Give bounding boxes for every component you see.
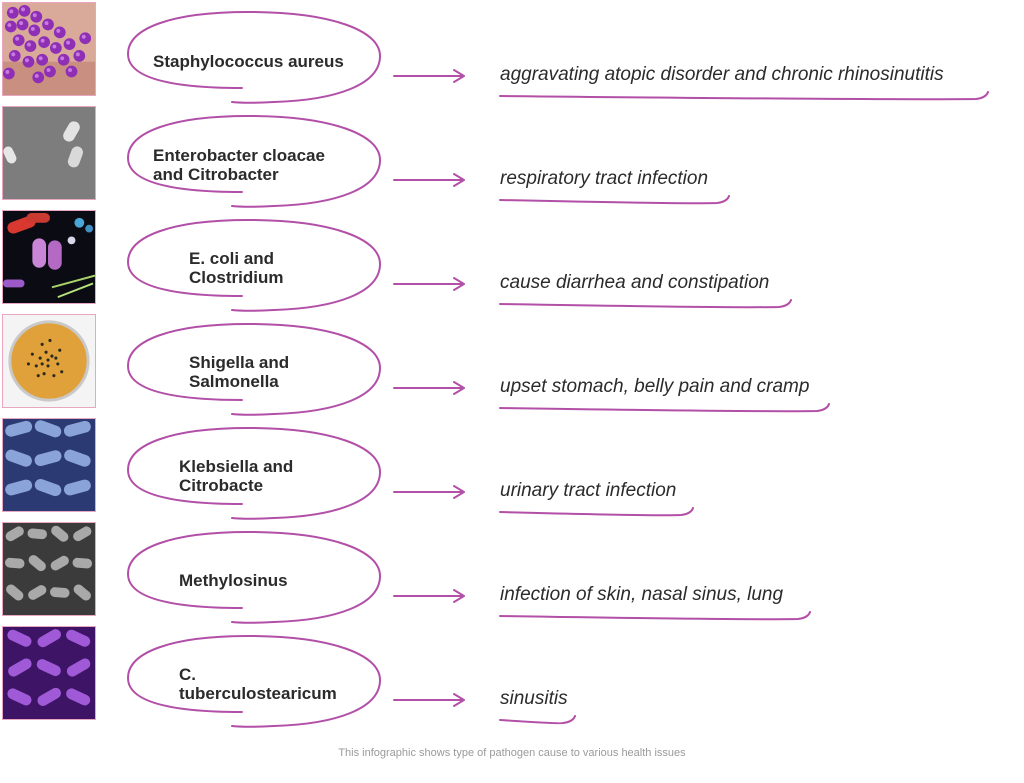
- arrow-icon: [393, 589, 465, 603]
- hand-drawn-loop: [126, 218, 382, 312]
- health-effect: infection of skin, nasal sinus, lung: [500, 584, 784, 605]
- hand-drawn-loop: [126, 426, 382, 520]
- hand-drawn-underline: [499, 507, 694, 517]
- pathogen-thumbnail: [2, 210, 96, 304]
- health-effect: sinusitis: [500, 688, 568, 709]
- pathogen-thumbnail: [2, 522, 96, 616]
- hand-drawn-loop: [126, 114, 382, 208]
- pathogen-name: Staphylococcus aureus: [153, 52, 344, 71]
- hand-drawn-loop: [126, 530, 382, 624]
- hand-drawn-underline: [499, 611, 811, 621]
- hand-drawn-underline: [499, 299, 792, 309]
- pathogen-row: Staphylococcus aureus aggravating atopic …: [0, 0, 1024, 104]
- arrow-icon: [393, 485, 465, 499]
- hand-drawn-loop: [126, 10, 382, 104]
- caption: This infographic shows type of pathogen …: [338, 747, 686, 759]
- health-effect: respiratory tract infection: [500, 168, 709, 189]
- hand-drawn-underline: [499, 403, 830, 413]
- pathogen-row: Enterobacter cloacae and Citrobacter resp…: [0, 104, 1024, 208]
- pathogen-thumbnail: [2, 418, 96, 512]
- pathogen-name: Methylosinus: [179, 571, 288, 590]
- pathogen-row: E. coli and Clostridium cause diarrhea an…: [0, 208, 1024, 312]
- health-effect: aggravating atopic disorder and chronic …: [500, 64, 944, 85]
- pathogen-thumbnail: [2, 2, 96, 96]
- pathogen-row: Shigella and Salmonella upset stomach, be…: [0, 312, 1024, 416]
- arrow-icon: [393, 693, 465, 707]
- health-effect: upset stomach, belly pain and cramp: [500, 376, 810, 397]
- arrow-icon: [393, 69, 465, 83]
- pathogen-row: Klebsiella and Citrobacte urinary tract i…: [0, 416, 1024, 520]
- pathogen-row: C. tuberculostearicum sinusitis: [0, 624, 1024, 728]
- arrow-icon: [393, 277, 465, 291]
- pathogen-name: Klebsiella and Citrobacte: [179, 457, 294, 495]
- pathogen-name: C. tuberculostearicum: [179, 665, 337, 703]
- pathogen-thumbnail: [2, 314, 96, 408]
- hand-drawn-underline: [499, 715, 576, 725]
- hand-drawn-underline: [499, 195, 730, 205]
- pathogen-name: Enterobacter cloacae and Citrobacter: [153, 146, 325, 184]
- health-effect: cause diarrhea and constipation: [500, 272, 770, 293]
- pathogen-row: Methylosinus infection of skin, nasal sin…: [0, 520, 1024, 624]
- hand-drawn-loop: [126, 322, 382, 416]
- arrow-icon: [393, 173, 465, 187]
- pathogen-name: E. coli and Clostridium: [189, 249, 284, 287]
- pathogen-thumbnail: [2, 626, 96, 720]
- hand-drawn-loop: [126, 634, 382, 728]
- arrow-icon: [393, 381, 465, 395]
- health-effect: urinary tract infection: [500, 480, 677, 501]
- pathogen-name: Shigella and Salmonella: [189, 353, 290, 391]
- hand-drawn-underline: [499, 91, 989, 101]
- pathogen-thumbnail: [2, 106, 96, 200]
